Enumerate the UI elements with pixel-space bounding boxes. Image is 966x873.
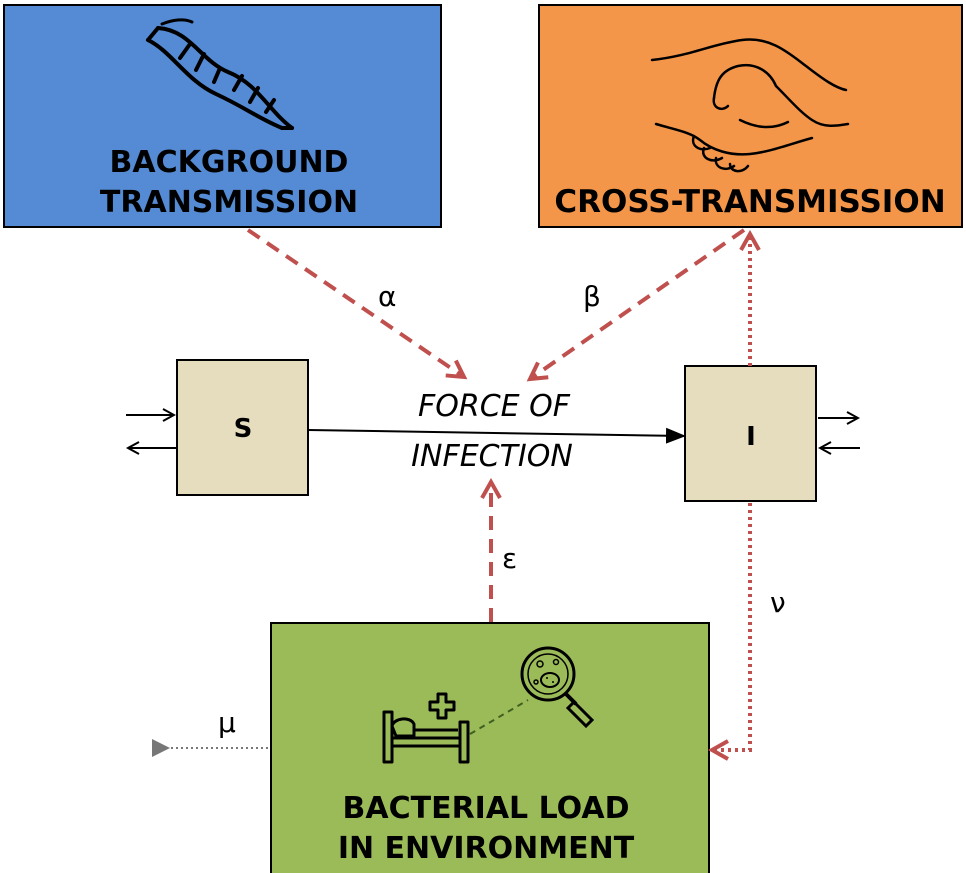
epsilon-label: ε — [502, 542, 517, 575]
s-to-i-arrow — [307, 427, 686, 444]
cross-transmission-rect — [538, 4, 963, 228]
beta-arrow — [530, 228, 746, 379]
hospital-bed-icon — [382, 692, 470, 764]
handshake-icon — [650, 38, 850, 173]
nu-label: ν — [770, 586, 786, 619]
background-transmission-box: BACKGROUND TRANSMISSION — [3, 4, 442, 228]
icon-connector-line — [469, 699, 529, 735]
nu-arrow — [712, 503, 752, 750]
compartment-s-rect — [176, 359, 309, 496]
bacteria-magnifier-icon — [520, 646, 595, 729]
background-transmission-rect — [3, 4, 442, 228]
compartment-s: S — [176, 359, 309, 496]
environment-line1: BACTERIAL LOAD — [343, 791, 630, 826]
compartment-i-label: I — [746, 422, 756, 452]
alpha-label: α — [378, 280, 396, 313]
environment-rect — [270, 622, 710, 873]
environment-box: BACTERIAL LOAD IN ENVIRONMENT — [270, 622, 710, 873]
cross-transmission-box: CROSS-TRANSMISSION — [538, 4, 963, 228]
compartment-s-label: S — [234, 414, 253, 444]
compartment-i: I — [684, 365, 817, 502]
background-transmission-line2: TRANSMISSION — [100, 185, 358, 220]
force-of-infection-line2: INFECTION — [411, 439, 573, 474]
alpha-arrow — [246, 228, 464, 377]
dna-icon — [146, 18, 294, 130]
beta-label: β — [583, 280, 601, 313]
force-of-infection-line1: FORCE OF — [418, 389, 571, 424]
mu-label: μ — [218, 706, 236, 739]
environment-line2: IN ENVIRONMENT — [338, 831, 635, 866]
cross-transmission-label: CROSS-TRANSMISSION — [554, 184, 945, 220]
background-transmission-line1: BACKGROUND — [110, 145, 349, 180]
